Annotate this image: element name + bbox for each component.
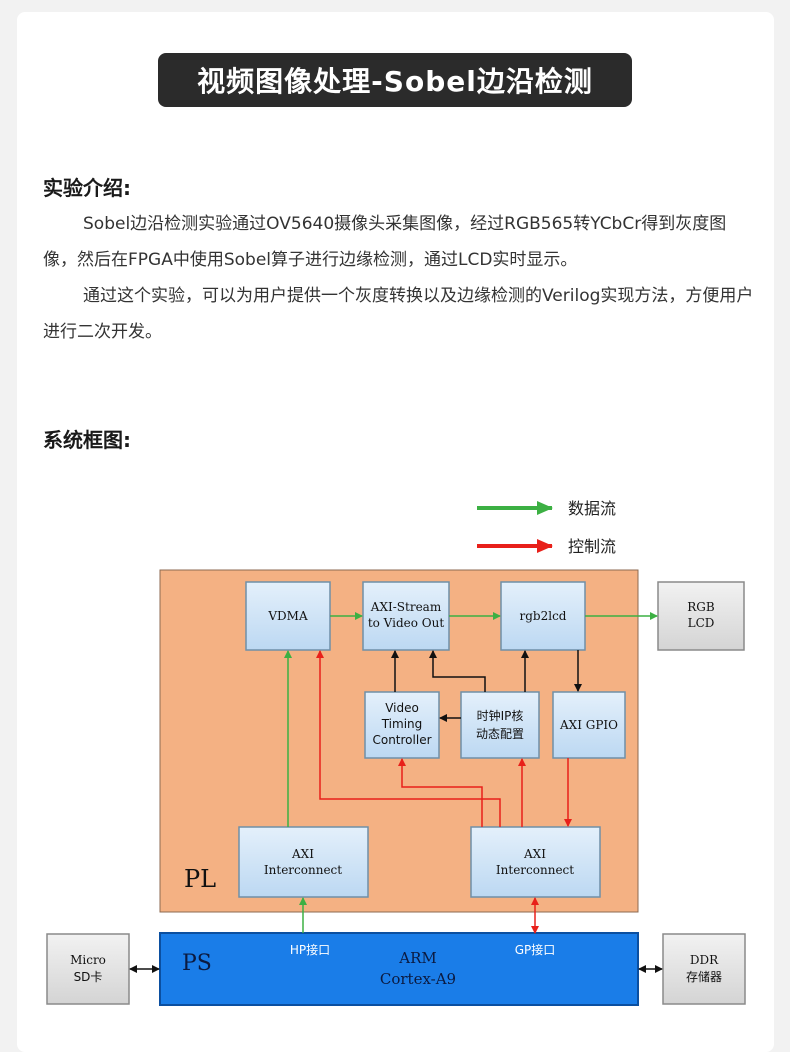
axi-ic-gp-label-2: Interconnect <box>496 863 574 877</box>
arrow-clock-to-axistream <box>429 650 486 692</box>
system-heading: 系统框图: <box>43 428 131 452</box>
legend-control-label: 控制流 <box>568 537 616 556</box>
rgb2lcd-label: rgb2lcd <box>520 609 567 623</box>
page-title: 视频图像处理-Sobel边沿检测 <box>158 53 632 107</box>
clock-ip-label-1: 时钟IP核 <box>477 708 524 723</box>
gp-port-label: GP接口 <box>515 942 556 957</box>
rgb-lcd-block: RGB LCD <box>657 581 745 651</box>
axi-interconnect-gp-block: AXI Interconnect <box>470 826 601 898</box>
arm-label-1: ARM <box>398 949 437 967</box>
intro-heading: 实验介绍: <box>43 176 131 200</box>
vtc-label-1: Video <box>385 701 419 715</box>
axi-stream-block: AXI-Stream to Video Out <box>362 581 450 651</box>
clock-arrows <box>129 650 663 973</box>
vtc-label-3: Controller <box>372 733 431 747</box>
intro-text: Sobel边沿检测实验通过OV5640摄像头采集图像，经过RGB565转YCbC… <box>43 206 755 350</box>
micro-sd-label-2: SD卡 <box>74 970 103 984</box>
axi-gpio-label: AXI GPIO <box>559 718 618 732</box>
intro-paragraph-1: Sobel边沿检测实验通过OV5640摄像头采集图像，经过RGB565转YCbC… <box>43 214 727 270</box>
ps-region <box>159 932 639 1006</box>
arrow-gp-to-vtc <box>398 758 483 827</box>
axi-ic-gp-label-1: AXI <box>523 847 546 861</box>
axi-interconnect-hp-block: AXI Interconnect <box>238 826 369 898</box>
arm-label-2: Cortex-A9 <box>380 970 456 988</box>
data-flow-arrows <box>284 612 658 933</box>
axi-ic-hp-label-1: AXI <box>291 847 314 861</box>
ddr-block: DDR 存储器 <box>662 933 746 1005</box>
ddr-label-2: 存储器 <box>686 969 722 984</box>
vtc-label-2: Timing <box>381 717 423 731</box>
clock-ip-label-2: 动态配置 <box>476 727 524 741</box>
legend-data-label: 数据流 <box>568 499 616 518</box>
rgb2lcd-block: rgb2lcd <box>500 581 586 651</box>
intro-paragraph-2: 通过这个实验，可以为用户提供一个灰度转换以及边缘检测的Verilog实现方法，方… <box>43 286 754 342</box>
pl-label: PL <box>184 865 216 893</box>
rgb-lcd-label-2: LCD <box>688 616 715 630</box>
micro-sd-block: Micro SD卡 <box>46 933 130 1005</box>
video-timing-controller-block: Video Timing Controller <box>364 691 440 759</box>
hp-port-label: HP接口 <box>290 942 330 957</box>
axi-stream-label-2: to Video Out <box>368 616 445 630</box>
clock-ip-block: 时钟IP核 动态配置 <box>460 691 540 759</box>
control-flow-arrows <box>316 650 572 934</box>
legend: 数据流 控制流 <box>477 499 616 556</box>
axi-gpio-block: AXI GPIO <box>552 691 626 759</box>
axi-ic-hp-label-2: Interconnect <box>264 863 342 877</box>
ddr-label-1: DDR <box>690 953 719 967</box>
ps-label: PS <box>182 951 212 976</box>
arrow-gp-to-vdma <box>316 650 501 827</box>
micro-sd-label-1: Micro <box>70 953 106 967</box>
vdma-block: VDMA <box>245 581 331 651</box>
axi-stream-label-1: AXI-Stream <box>370 600 442 614</box>
vdma-label: VDMA <box>267 609 308 623</box>
rgb-lcd-label-1: RGB <box>687 600 715 614</box>
